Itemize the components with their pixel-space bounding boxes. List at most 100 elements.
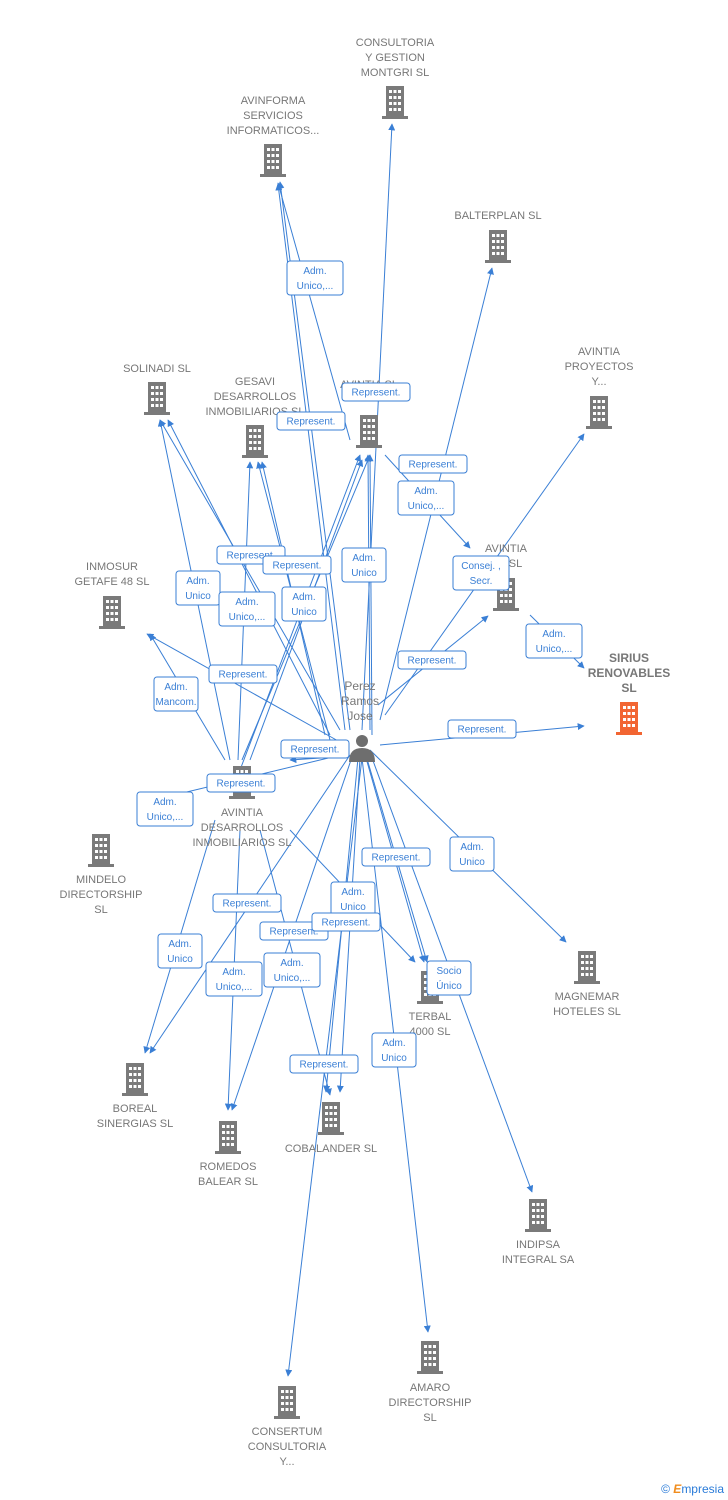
company-node-cobalander[interactable]: COBALANDER SL [285, 1102, 377, 1155]
edge-label-box[interactable] [206, 773, 276, 793]
edge-label-box[interactable] [263, 952, 321, 988]
company-node-balterplan[interactable]: BALTERPLAN SL [454, 210, 542, 263]
edge-label-text[interactable]: Unico [167, 954, 193, 965]
company-label[interactable]: SINERGIAS SL [97, 1118, 173, 1130]
building-icon[interactable] [586, 396, 612, 429]
edge-label-e-avintia-proy[interactable]: Consej. ,Secr. [452, 555, 510, 591]
edge-label-text[interactable]: Represent. [300, 1060, 349, 1071]
edge-label-text[interactable]: Represent. [409, 460, 458, 471]
company-label[interactable]: COBALANDER SL [285, 1143, 377, 1155]
building-icon[interactable] [318, 1102, 344, 1135]
company-label[interactable]: AVINTIA [485, 543, 528, 555]
edge-label-text[interactable]: Unico,... [297, 281, 334, 292]
company-label[interactable]: DIRECTORSHIP [60, 889, 143, 901]
edge-label-box[interactable] [449, 836, 495, 872]
company-label[interactable]: AVINTIA [221, 807, 264, 819]
building-icon[interactable] [144, 382, 170, 415]
company-label[interactable]: AVINTIA [578, 346, 621, 358]
edge-label-text[interactable]: Adm. [341, 887, 364, 898]
company-label[interactable]: MONTGRI SL [361, 67, 429, 79]
edge-label-text[interactable]: Adm. [292, 592, 315, 603]
edge-label-text[interactable]: Adm. [382, 1038, 405, 1049]
company-label[interactable]: HOTELES SL [553, 1006, 621, 1018]
edge-label-e-sirius-adm[interactable]: Adm.Unico,... [525, 623, 583, 659]
edge-label-e-cob-adm[interactable]: Adm.Unico [330, 881, 376, 917]
edge-label-e-gesavi-rep2[interactable]: Represent. [262, 555, 332, 575]
edge-label-text[interactable]: Represent. [217, 779, 266, 790]
edge-label-text[interactable]: Adm. [542, 629, 565, 640]
person-icon[interactable] [349, 735, 375, 762]
company-node-avintia-proyectos[interactable]: AVINTIAPROYECTOSY... [565, 346, 634, 429]
edge-label-text[interactable]: Represent. [291, 745, 340, 756]
company-label[interactable]: SL [621, 681, 636, 695]
building-icon[interactable] [215, 1121, 241, 1154]
edge-label-e-inmosur-adm[interactable]: Adm. Mancom. [153, 676, 199, 712]
company-label[interactable]: SERVICIOS [243, 110, 303, 122]
company-label[interactable]: Y... [279, 1456, 294, 1468]
edge-label-text[interactable]: Unico,... [229, 612, 266, 623]
edge-label-box[interactable] [311, 912, 381, 932]
edge-label-box[interactable] [286, 260, 344, 296]
edge-label-text[interactable]: Represent. [223, 899, 272, 910]
company-label[interactable]: GESAVI [235, 376, 275, 388]
building-icon[interactable] [99, 596, 125, 629]
person-label[interactable]: Jose [347, 709, 373, 723]
edge-label-text[interactable]: Represent. [273, 561, 322, 572]
edge-label-e-cob-adm2[interactable]: Adm.Unico,... [263, 952, 321, 988]
edge-label-text[interactable]: Adm. [222, 967, 245, 978]
edge-label-text[interactable]: Adm. [235, 597, 258, 608]
edge-label-e-sirius-rep[interactable]: Represent. [447, 719, 517, 739]
edge-label-e-gesavi-rep[interactable]: Represent. [276, 411, 346, 431]
edge-label-box[interactable] [212, 893, 282, 913]
company-label[interactable]: SL [423, 1412, 436, 1424]
building-icon[interactable] [574, 951, 600, 984]
edge-label-text[interactable]: Represent. [287, 417, 336, 428]
company-node-consertum[interactable]: CONSERTUMCONSULTORIAY... [248, 1386, 327, 1468]
edge-label-text[interactable]: Represent. [322, 918, 371, 929]
edge-label-text[interactable]: Consej. , [461, 561, 500, 572]
company-node-avinforma[interactable]: AVINFORMASERVICIOSINFORMATICOS... [227, 95, 320, 177]
edge-label-box[interactable] [341, 547, 387, 583]
edge-label-text[interactable]: Mancom. [155, 697, 196, 708]
edge-label-box[interactable] [276, 411, 346, 431]
edge-label-box[interactable] [218, 591, 276, 627]
edge-label-e-magnemar-adm[interactable]: Adm.Unico [449, 836, 495, 872]
company-label[interactable]: INMOBILIARIOS SL [192, 837, 291, 849]
company-label[interactable]: PROYECTOS [565, 361, 634, 373]
company-label[interactable]: BOREAL [113, 1103, 158, 1115]
edge-label-text[interactable]: Unico [185, 591, 211, 602]
edge-label-text[interactable]: Unico [291, 607, 317, 618]
edge-label-box[interactable] [136, 791, 194, 827]
edge-label-e-boreal-adm[interactable]: Adm.Unico [157, 933, 203, 969]
edge-label-text[interactable]: Represent. [352, 388, 401, 399]
company-label[interactable]: MINDELO [76, 874, 127, 886]
edge-label-box[interactable] [289, 1054, 359, 1074]
edge-label-text[interactable]: Adm. [164, 682, 187, 693]
edge-label-text[interactable]: Represent. [372, 853, 421, 864]
edge-label-box[interactable] [398, 454, 468, 474]
company-label[interactable]: INMOSUR [86, 561, 138, 573]
edge-label-e-avintia-top-rep[interactable]: Represent. [341, 382, 411, 402]
edge-label-e-gesavi-adm[interactable]: Adm. Unico,... [218, 591, 276, 627]
edge-label-e-terbal-rep[interactable]: Represent. [361, 847, 431, 867]
building-icon[interactable] [274, 1386, 300, 1419]
edge-label-box[interactable] [426, 960, 472, 996]
edge-label-e-avintia-top-adm[interactable]: Adm.Unico [341, 547, 387, 583]
edge-label-e-avinforma[interactable]: Adm.Unico,... [286, 260, 344, 296]
edge-label-e-amaro-adm[interactable]: Adm.Unico [371, 1032, 417, 1068]
edge-label-text[interactable]: Unico [459, 857, 485, 868]
edge-label-box[interactable] [280, 739, 350, 759]
company-label[interactable]: CONSULTORIA [356, 37, 435, 49]
company-label[interactable]: DIRECTORSHIP [389, 1397, 472, 1409]
person-label[interactable]: Perez [344, 679, 375, 693]
edge-label-box[interactable] [341, 382, 411, 402]
company-label[interactable]: ROMEDOS [200, 1161, 257, 1173]
